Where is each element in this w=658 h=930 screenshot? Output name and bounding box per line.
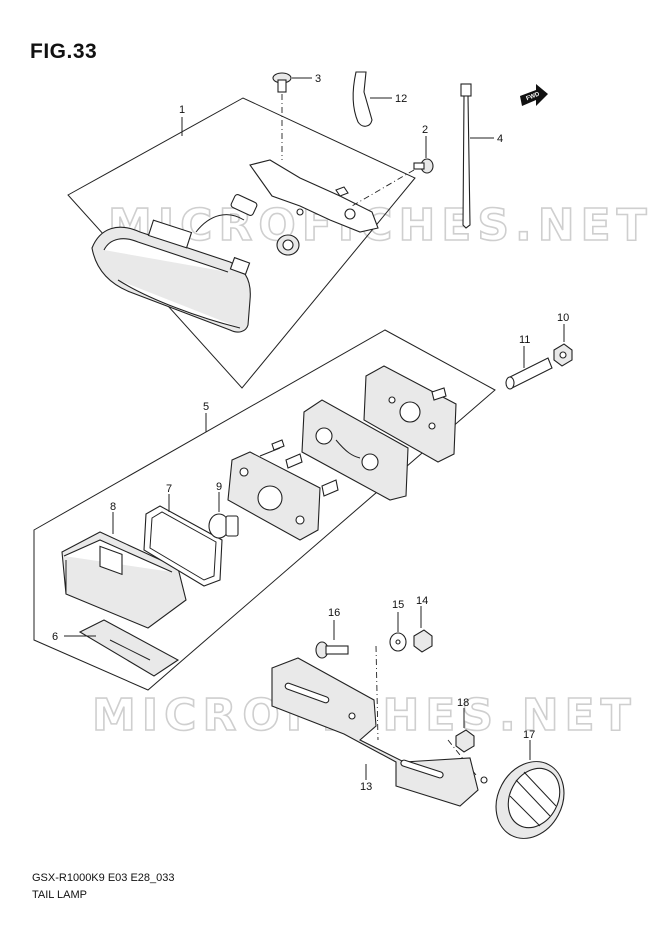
- callout-8: 8: [110, 501, 116, 513]
- callout-6: 6: [52, 631, 58, 643]
- lamp-socket-housing[interactable]: [227, 439, 339, 541]
- callout-12: 12: [395, 93, 407, 105]
- nut-part-10[interactable]: [553, 343, 573, 367]
- nut-part-14[interactable]: [413, 629, 433, 653]
- bracket-part-13[interactable]: [271, 657, 488, 807]
- leader-dashed-15: [375, 645, 379, 741]
- callout-1: 1: [179, 104, 185, 116]
- forward-direction-arrow: FWD: [520, 84, 548, 106]
- callout-13: 13: [360, 781, 372, 793]
- callout-15: 15: [392, 599, 404, 611]
- bulb-part-9[interactable]: [208, 513, 239, 539]
- leader-dashed-2: [351, 169, 415, 207]
- bolt-part-16[interactable]: [315, 641, 349, 659]
- callout-16: 16: [328, 607, 340, 619]
- diagram-name: TAIL LAMP: [32, 889, 88, 901]
- callout-5: 5: [203, 401, 209, 413]
- nut-part-18[interactable]: [455, 729, 475, 753]
- reflector-part-17[interactable]: [483, 750, 577, 851]
- gasket-part-7[interactable]: [143, 505, 223, 587]
- spacer-part-11[interactable]: [505, 357, 553, 390]
- callout-2: 2: [422, 124, 428, 136]
- callout-3: 3: [315, 73, 321, 85]
- washer-part-15[interactable]: [389, 632, 407, 652]
- callout-17: 17: [523, 729, 535, 741]
- callout-9: 9: [216, 481, 222, 493]
- figure-title: FIG.33: [30, 40, 98, 63]
- rubber-holder[interactable]: [301, 399, 409, 501]
- assembly-outline-1: [67, 97, 416, 389]
- lens-cover-part-8[interactable]: [61, 531, 187, 629]
- clip-part-12[interactable]: [352, 71, 373, 127]
- plate-part-6[interactable]: [78, 619, 180, 677]
- leader-dashed-18: [447, 739, 477, 776]
- callout-11: 11: [519, 334, 530, 346]
- diagram-code: GSX-R1000K9 E03 E28_033: [32, 872, 175, 884]
- cable-tie-part-4[interactable]: [460, 83, 472, 229]
- callout-4: 4: [497, 133, 503, 145]
- watermark-top: MICROFICHES.NET: [108, 200, 653, 251]
- callout-7: 7: [166, 483, 172, 495]
- fwd-label: FWD: [526, 91, 542, 102]
- screw-part-3[interactable]: [272, 72, 292, 93]
- callout-18: 18: [457, 697, 469, 709]
- tail-lamp-assembly[interactable]: [91, 159, 379, 333]
- screw-part-2[interactable]: [413, 158, 434, 174]
- lamp-plate[interactable]: [363, 365, 457, 463]
- callout-14: 14: [416, 595, 428, 607]
- callout-10: 10: [557, 312, 569, 324]
- assembly-outline-5: [33, 329, 496, 691]
